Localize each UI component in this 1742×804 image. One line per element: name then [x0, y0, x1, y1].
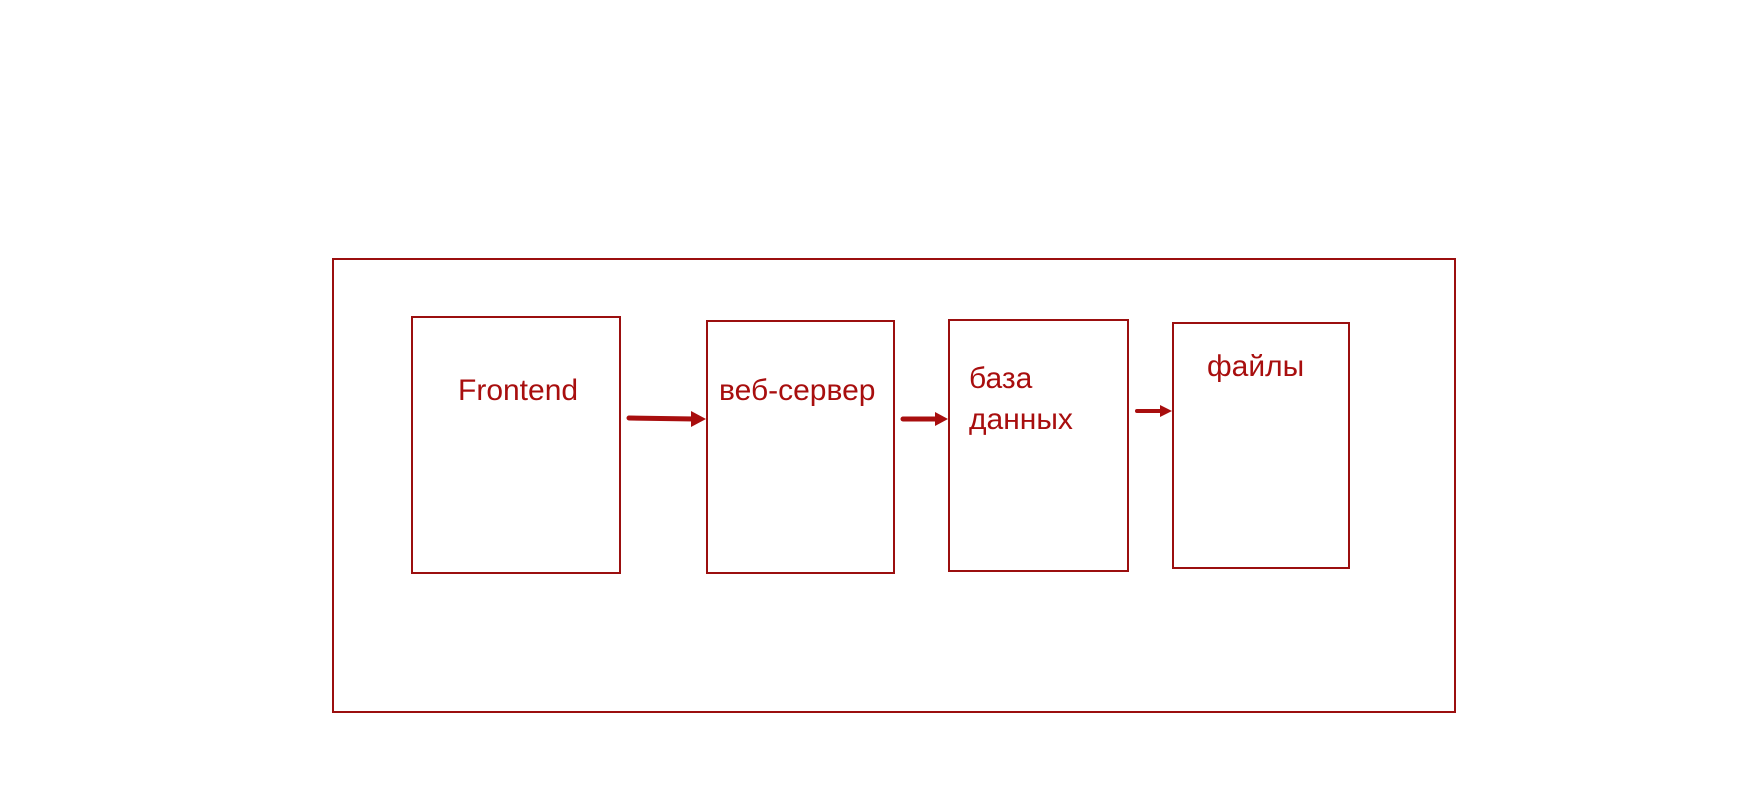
node-frontend-label: Frontend — [458, 374, 579, 407]
node-files: файлы — [1172, 322, 1350, 569]
node-webserver: веб-сервер — [706, 320, 895, 574]
node-database-label: база данных — [969, 362, 1073, 436]
node-files-label: файлы — [1207, 350, 1305, 383]
node-frontend: Frontend — [411, 316, 621, 574]
node-database: база данных — [948, 319, 1129, 572]
system-boundary — [332, 258, 1456, 713]
node-webserver-label: веб-сервер — [719, 374, 876, 407]
